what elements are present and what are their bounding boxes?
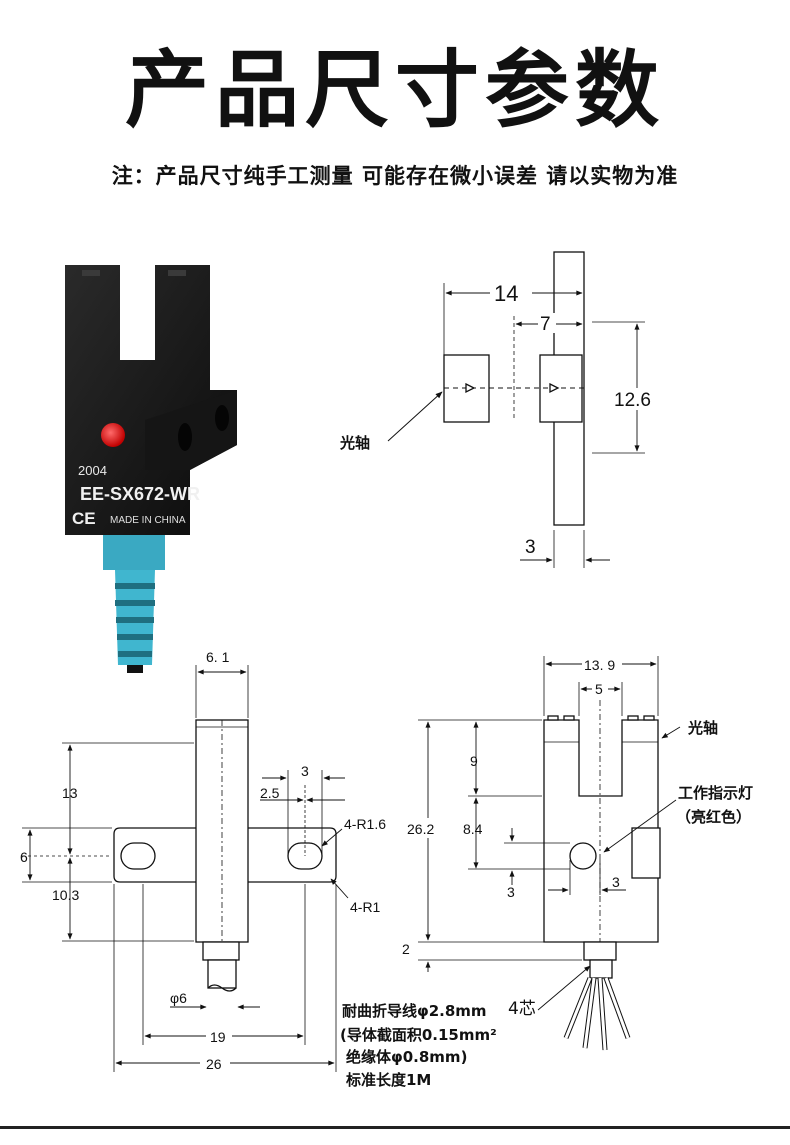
bottom-divider xyxy=(0,1126,790,1129)
cable-spec-line4: 标准长度1M xyxy=(345,1071,431,1089)
optical-axis-label: 光轴 xyxy=(339,434,370,452)
cable-spec-line3: 绝缘体φ0.8mm) xyxy=(346,1048,467,1066)
dim-9: 9 xyxy=(470,753,478,769)
indicator-color: （亮红色） xyxy=(676,808,751,826)
indicator-label: 工作指示灯 xyxy=(678,784,753,802)
photo-model: EE-SX672-WR xyxy=(80,484,200,504)
led-icon xyxy=(101,423,125,447)
radius-4-r1: 4-R1 xyxy=(350,899,381,915)
photo-made-in: MADE IN CHINA xyxy=(110,515,186,526)
dim-6-1: 6. 1 xyxy=(206,649,230,665)
sensor-photo: 2004 EE-SX672-WR CE MADE IN CHINA xyxy=(65,265,237,673)
cable-cores: 4芯 xyxy=(508,999,536,1019)
dim-5: 5 xyxy=(595,681,603,697)
front-view-labels: 6. 1 13 6 10.3 3 2.5 4-R1.6 4-R1 φ6 19 2… xyxy=(20,649,386,1073)
dim-12-6: 12.6 xyxy=(614,390,651,411)
ce-mark-icon: CE xyxy=(72,509,96,528)
dim-13: 13 xyxy=(62,785,78,801)
cable-spec-line2: (导体截面积0.15mm² xyxy=(340,1026,497,1044)
dim-26: 26 xyxy=(206,1056,222,1072)
dim-3-horizontal: 3 xyxy=(612,874,620,890)
dim-19: 19 xyxy=(210,1029,226,1045)
dim-3-front: 3 xyxy=(301,763,309,779)
side-view-drawing xyxy=(387,251,645,568)
optical-axis-label-right: 光轴 xyxy=(687,719,718,737)
dim-8-4: 8.4 xyxy=(463,821,483,837)
dim-phi-6: φ6 xyxy=(170,990,187,1006)
radius-4-r1-6: 4-R1.6 xyxy=(344,816,386,832)
dim-2-5: 2.5 xyxy=(260,785,280,801)
dim-3-vertical: 3 xyxy=(507,884,515,900)
dim-13-9: 13. 9 xyxy=(584,657,615,673)
dim-3-side: 3 xyxy=(525,537,536,558)
page-title: 产品尺寸参数 xyxy=(124,41,665,139)
right-view-labels: 13. 9 5 光轴 9 26.2 8.4 3 3 2 工作指示灯 （亮红色） … xyxy=(340,654,753,1089)
side-view-labels: 14 7 12.6 3 光轴 xyxy=(339,280,660,558)
dim-14: 14 xyxy=(494,281,518,306)
measurement-note: 注：产品尺寸纯手工测量 可能存在微小误差 请以实物为准 xyxy=(111,164,679,188)
dim-26-2: 26.2 xyxy=(407,821,434,837)
dim-10-3: 10.3 xyxy=(52,887,79,903)
dim-2: 2 xyxy=(402,941,410,957)
photo-code: 2004 xyxy=(78,463,107,478)
right-view-drawing xyxy=(418,656,681,1051)
strain-relief xyxy=(103,535,165,570)
dim-6: 6 xyxy=(20,849,28,865)
dim-7: 7 xyxy=(540,314,551,335)
cable-spec-line1: 耐曲折导线φ2.8mm xyxy=(342,1002,487,1020)
front-view-drawing xyxy=(22,665,349,1072)
